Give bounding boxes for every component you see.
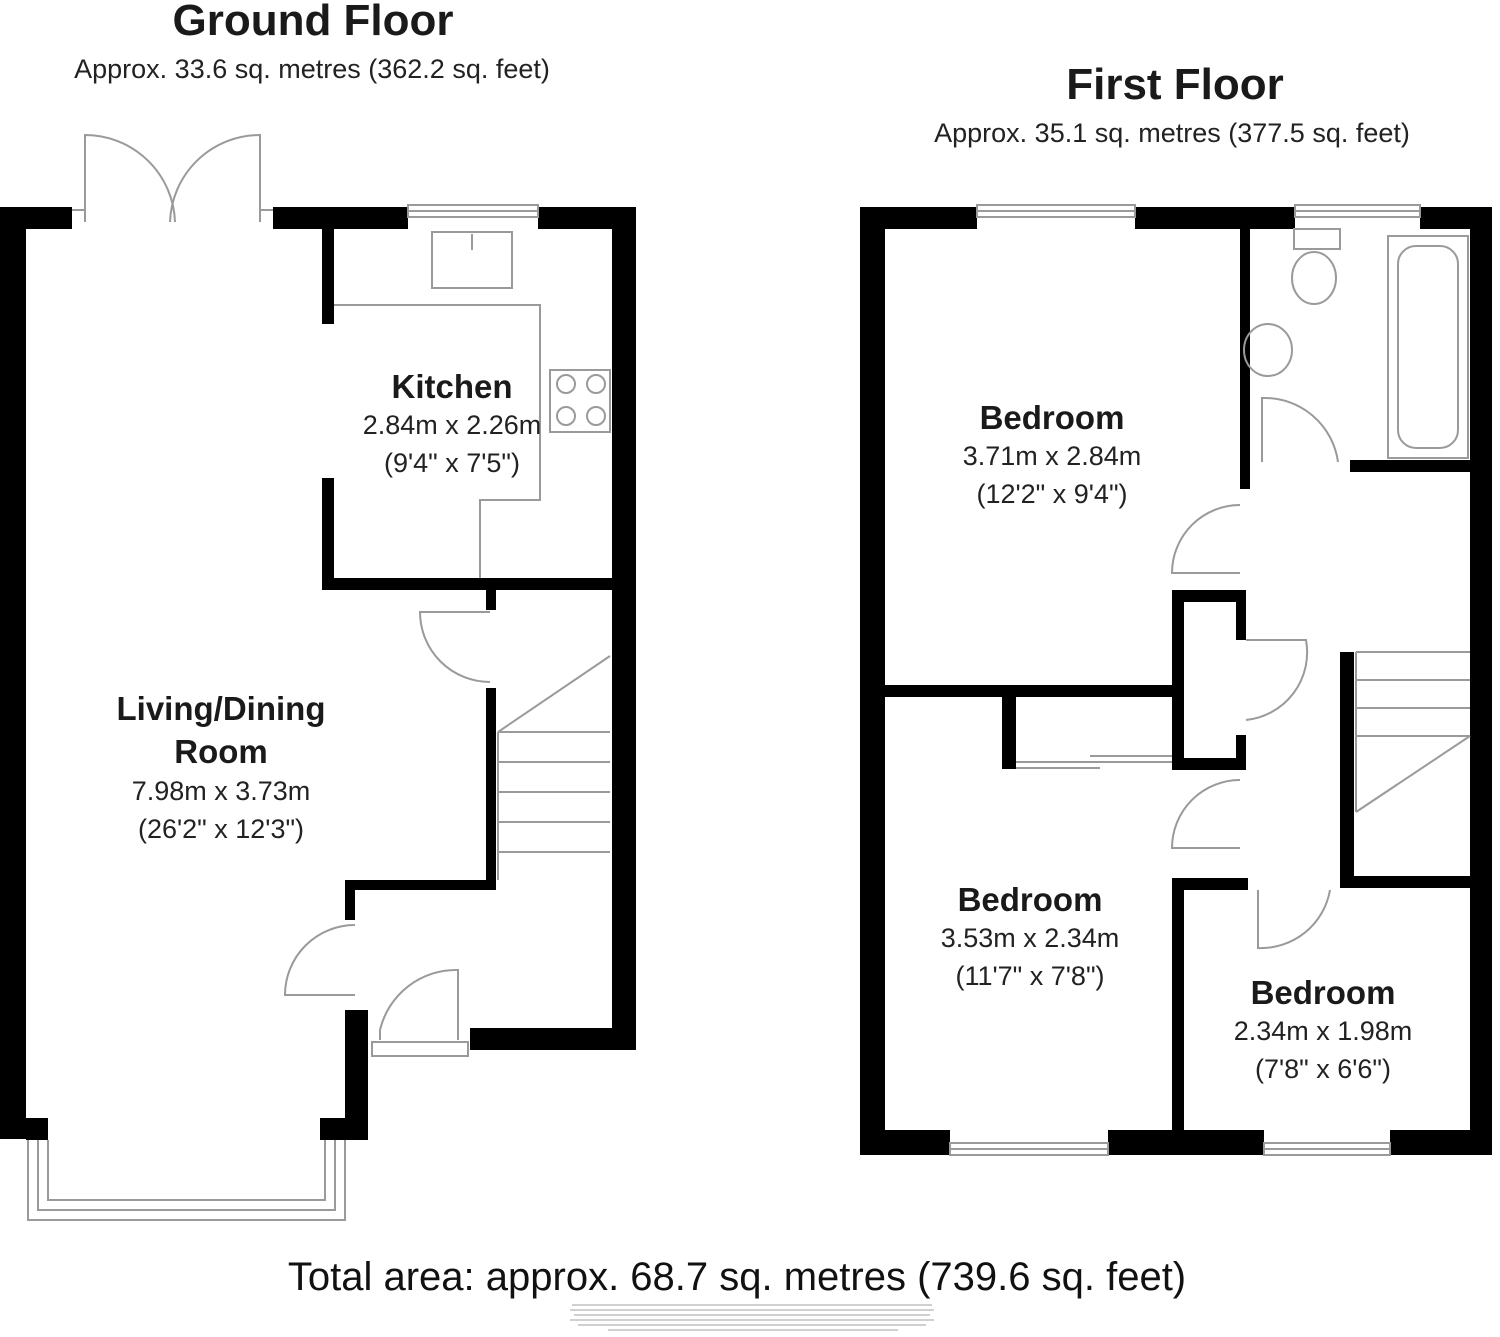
living-dining-label-line1: Living/Dining xyxy=(116,690,326,727)
bedroom-1-label: Bedroom xyxy=(979,399,1125,436)
bedroom-3-metric-dimensions: 2.34m x 1.98m xyxy=(1233,1016,1413,1046)
bedroom-3-label: Bedroom xyxy=(1250,974,1396,1011)
total-area: Total area: approx. 68.7 sq. metres (739… xyxy=(287,1255,1187,1299)
living-dining-imperial-dimensions: (26'2" x 12'3") xyxy=(137,814,305,844)
first-floor-fixtures xyxy=(949,204,1471,1156)
bedroom-2-metric-dimensions: 3.53m x 2.34m xyxy=(940,923,1120,953)
kitchen-metric-dimensions: 2.84m x 2.26m xyxy=(362,410,542,440)
living-dining-label-line2: Room xyxy=(174,733,268,770)
bedroom-2-label: Bedroom xyxy=(957,881,1103,918)
ground-floor-walls xyxy=(0,207,636,1140)
first-floor-walls xyxy=(860,207,1492,1155)
disclaimer-fine-print xyxy=(570,1304,934,1331)
ground-floor-title: Ground Floor xyxy=(172,0,454,45)
kitchen-imperial-dimensions: (9'4" x 7'5") xyxy=(383,448,521,478)
bedroom-2-imperial-dimensions: (11'7" x 7'8") xyxy=(955,961,1105,991)
kitchen-label: Kitchen xyxy=(391,368,513,405)
living-dining-metric-dimensions: 7.98m x 3.73m xyxy=(131,776,311,806)
ground-floor-area: Approx. 33.6 sq. metres (362.2 sq. feet) xyxy=(74,54,550,84)
bedroom-1-imperial-dimensions: (12'2" x 9'4") xyxy=(976,479,1128,509)
first-floor-area: Approx. 35.1 sq. metres (377.5 sq. feet) xyxy=(934,118,1410,148)
ground-floor-fixtures xyxy=(27,133,611,1221)
first-floor-title: First Floor xyxy=(1066,60,1284,109)
bedroom-1-metric-dimensions: 3.71m x 2.84m xyxy=(962,441,1142,471)
bedroom-3-imperial-dimensions: (7'8" x 6'6") xyxy=(1254,1054,1392,1084)
